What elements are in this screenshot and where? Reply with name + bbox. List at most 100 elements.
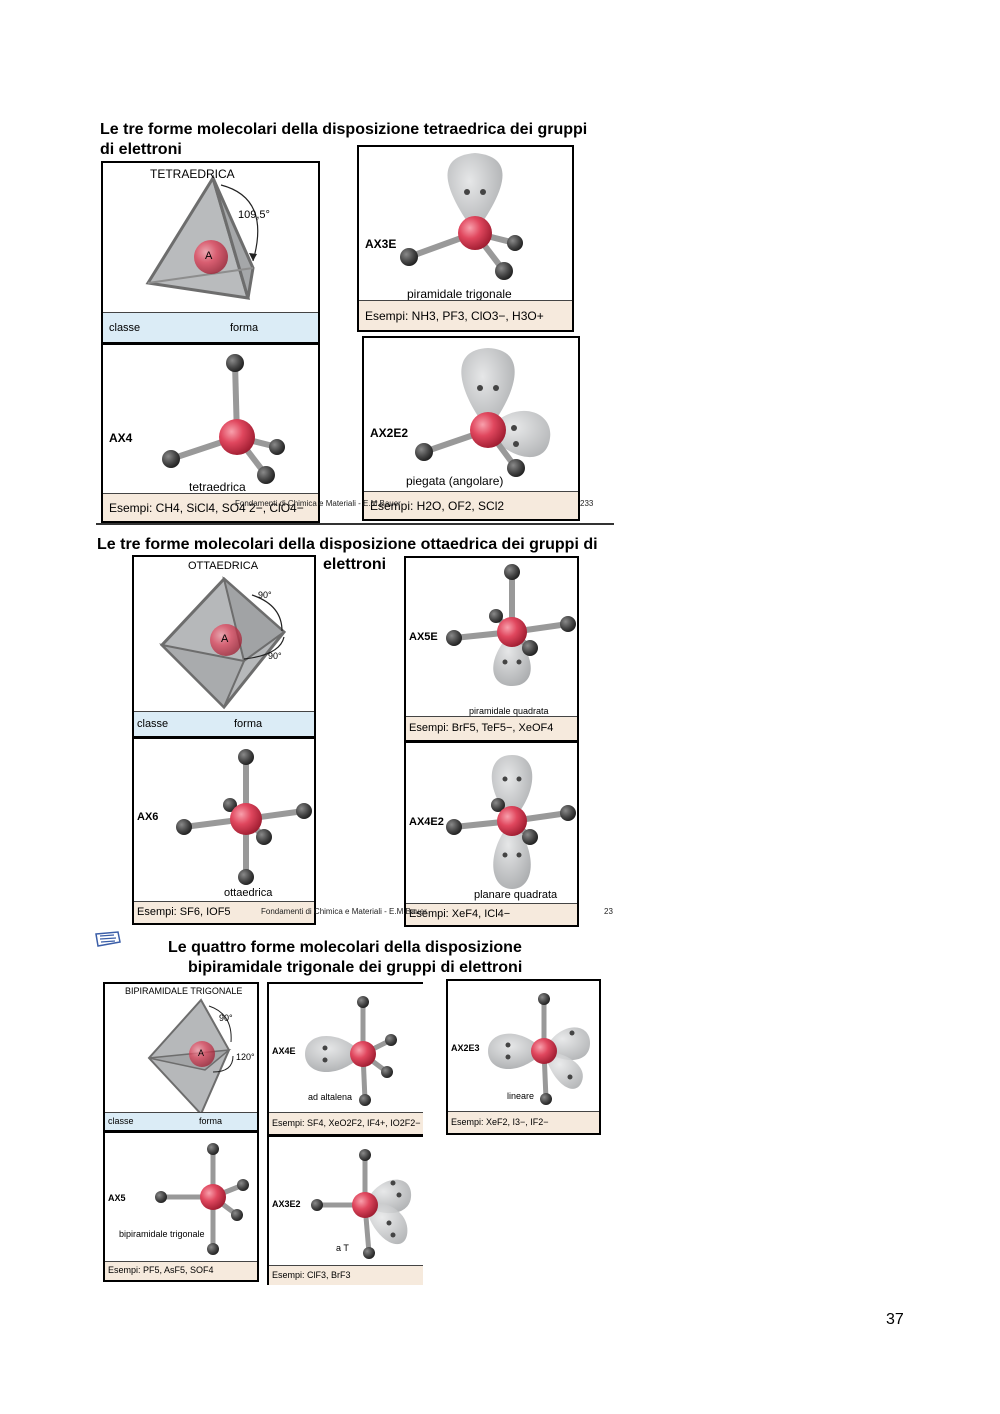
tetrahedron-figure bbox=[145, 174, 259, 300]
ax3e2-examples-bar: Esempi: ClF3, BrF3 bbox=[269, 1265, 423, 1285]
angle-label-2: 120° bbox=[236, 1052, 255, 1062]
ax4-formula: AX4 bbox=[109, 431, 133, 445]
ax3e2-examples: Esempi: ClF3, BrF3 bbox=[272, 1270, 351, 1280]
section1-footer: Fondamenti di Chimica e Materiali - E.M.… bbox=[235, 499, 401, 508]
angle-label-2: 90° bbox=[268, 651, 282, 661]
central-atom-label: A bbox=[205, 250, 213, 262]
section2-footer: Fondamenti di Chimica e Materiali - E.M.… bbox=[261, 907, 427, 916]
ax2e3-examples-bar: Esempi: XeF2, I3−, IF2− bbox=[448, 1111, 599, 1133]
ax4e2-shape: planare quadrata bbox=[474, 889, 558, 901]
ax3e2-formula: AX3E2 bbox=[272, 1199, 301, 1209]
section1-page-number: 233 bbox=[580, 499, 594, 508]
section2-title-line2: elettroni bbox=[323, 556, 387, 573]
section1-title: Le tre forme molecolari della disposizio… bbox=[100, 120, 587, 160]
class-label: classe bbox=[137, 718, 169, 730]
trigonal-bipyramidal-reference-panel: BIPIRAMIDALE TRIGONALE 90° 120° A classe… bbox=[103, 982, 259, 1132]
ax5-examples-bar: Esempi: PF5, AsF5, SOF4 bbox=[105, 1261, 257, 1280]
ax2e3-panel: AX2E3 lineare Esempi: XeF2, I3−, IF2− bbox=[446, 979, 601, 1135]
ax2e3-examples: Esempi: XeF2, I3−, IF2− bbox=[451, 1117, 549, 1127]
octahedral-reference-panel: OTTAEDRICA 90° 90° A classe forma bbox=[132, 555, 316, 738]
section1-title-line1: Le tre forme molecolari della disposizio… bbox=[100, 121, 588, 138]
ax2e3-shape: lineare bbox=[507, 1091, 535, 1101]
ax3e-examples-bar: Esempi: NH3, PF3, ClO3−, H3O+ bbox=[359, 300, 572, 330]
form-label: forma bbox=[199, 1116, 223, 1126]
ax2e2-formula: AX2E2 bbox=[370, 426, 409, 440]
tetrahedral-reference-panel: TETRAEDRICA 109,5° A classe forma bbox=[101, 161, 320, 344]
section2-page-number: 23 bbox=[604, 907, 613, 916]
section1-title-line2: di elettroni bbox=[100, 141, 182, 158]
angle-label-1: 90° bbox=[258, 590, 272, 600]
legend-bar: classe forma bbox=[103, 312, 318, 342]
ax4e-examples-bar: Esempi: SF4, XeO2F2, IF4+, IO2F2− bbox=[269, 1112, 423, 1134]
ax4e2-examples-bar: Esempi: XeF4, ICl4− bbox=[406, 903, 577, 925]
ax4e2-formula: AX4E2 bbox=[409, 816, 444, 828]
ax5e-examples: Esempi: BrF5, TeF5−, XeOF4 bbox=[409, 722, 554, 734]
page-number: 37 bbox=[886, 1311, 904, 1328]
ax2e2-examples: Esempi: H2O, OF2, SCl2 bbox=[370, 499, 505, 513]
ax6-formula: AX6 bbox=[137, 811, 159, 823]
ax2e3-formula: AX2E3 bbox=[451, 1043, 480, 1053]
ax6-molecule bbox=[176, 749, 312, 885]
ax4-panel: AX4 tetraedrica Esempi: CH4, SiCl4, SO4 … bbox=[101, 343, 320, 523]
ax3e-shape: piramidale trigonale bbox=[407, 287, 512, 301]
ax4e-formula: AX4E bbox=[272, 1046, 296, 1056]
ax3e2-molecule bbox=[311, 1149, 412, 1259]
ax5-shape: bipiramidale trigonale bbox=[119, 1229, 205, 1239]
trigonal-bipyramidal-title: BIPIRAMIDALE TRIGONALE bbox=[125, 986, 243, 996]
section3-title-line1: Le quattro forme molecolari della dispos… bbox=[168, 939, 522, 956]
ax2e2-panel: AX2E2 piegata (angolare) Esempi: H2O, OF… bbox=[362, 336, 580, 521]
section2-title: Le tre forme molecolari della disposizio… bbox=[97, 535, 598, 575]
class-label: classe bbox=[109, 322, 141, 334]
ax5e-formula: AX5E bbox=[409, 631, 438, 643]
ax4e2-molecule bbox=[446, 755, 576, 889]
ax4e2-panel: AX4E2 planare quadrata Esempi: XeF4, ICl… bbox=[404, 741, 579, 927]
legend-bar: classe forma bbox=[134, 711, 314, 736]
ax4e-shape: ad altalena bbox=[308, 1092, 353, 1102]
class-label: classe bbox=[108, 1116, 134, 1126]
ax5-formula: AX5 bbox=[108, 1193, 126, 1203]
ax4-molecule bbox=[162, 354, 285, 484]
octahedral-title: OTTAEDRICA bbox=[188, 560, 259, 572]
angle-label-1: 90° bbox=[219, 1013, 233, 1023]
ax3e-examples: Esempi: NH3, PF3, ClO3−, H3O+ bbox=[365, 309, 544, 323]
ax2e2-molecule bbox=[415, 348, 551, 477]
section3-title-line2: bipiramidale trigonale dei gruppi di ele… bbox=[188, 959, 523, 976]
ax4-shape: tetraedrica bbox=[189, 480, 246, 494]
ax4e-panel: AX4E ad altalena Esempi: SF4, XeO2F2, IF… bbox=[267, 982, 423, 1136]
ax3e-molecule bbox=[400, 153, 523, 280]
ax5e-molecule bbox=[446, 564, 576, 686]
university-logo bbox=[94, 930, 122, 948]
ax2e3-molecule bbox=[488, 993, 590, 1105]
trigonal-bipyramid-figure bbox=[147, 998, 234, 1114]
ax5e-examples-bar: Esempi: BrF5, TeF5−, XeOF4 bbox=[406, 716, 577, 740]
ax4e-molecule bbox=[305, 996, 397, 1106]
ax5-examples: Esempi: PF5, AsF5, SOF4 bbox=[108, 1265, 214, 1275]
form-label: forma bbox=[230, 322, 259, 334]
ax6-examples: Esempi: SF6, IOF5 bbox=[137, 906, 231, 918]
ax4-examples-bar: Esempi: CH4, SiCl4, SO4 2−, ClO4− bbox=[103, 493, 318, 521]
ax3e-panel: AX3E piramidale trigonale Esempi: NH3, P… bbox=[357, 145, 574, 332]
ax2e2-shape: piegata (angolare) bbox=[406, 474, 504, 488]
ax4e2-examples: Esempi: XeF4, ICl4− bbox=[409, 908, 511, 920]
section3-title: Le quattro forme molecolari della dispos… bbox=[168, 938, 522, 978]
ax6-examples-bar: Esempi: SF6, IOF5 bbox=[134, 901, 314, 923]
ax5-molecule bbox=[155, 1143, 249, 1255]
tetrahedral-title: TETRAEDRICA bbox=[150, 167, 235, 181]
ax6-shape: ottaedrica bbox=[224, 887, 273, 899]
octahedron-figure bbox=[158, 576, 287, 710]
section-divider bbox=[96, 523, 614, 525]
ax4-examples: Esempi: CH4, SiCl4, SO4 2−, ClO4− bbox=[109, 501, 304, 515]
central-atom-label: A bbox=[221, 633, 229, 645]
ax6-panel: AX6 ottaedrica Esempi: SF6, IOF5 bbox=[132, 737, 316, 925]
ax5e-shape: piramidale quadrata bbox=[469, 706, 549, 716]
ax2e2-examples-bar: Esempi: H2O, OF2, SCl2 bbox=[364, 491, 578, 519]
ax3e-formula: AX3E bbox=[365, 237, 397, 251]
ax4e-examples: Esempi: SF4, XeO2F2, IF4+, IO2F2− bbox=[272, 1118, 421, 1128]
central-atom-label: A bbox=[198, 1048, 205, 1058]
legend-bar: classe forma bbox=[105, 1112, 257, 1130]
ax5e-panel: AX5E piramidale quadrata Esempi: BrF5, T… bbox=[404, 556, 579, 742]
section2-title-line1: Le tre forme molecolari della disposizio… bbox=[97, 536, 598, 553]
ax5-panel: AX5 bipiramidale trigonale Esempi: PF5, … bbox=[103, 1131, 259, 1282]
form-label: forma bbox=[234, 718, 263, 730]
angle-label: 109,5° bbox=[238, 209, 270, 221]
